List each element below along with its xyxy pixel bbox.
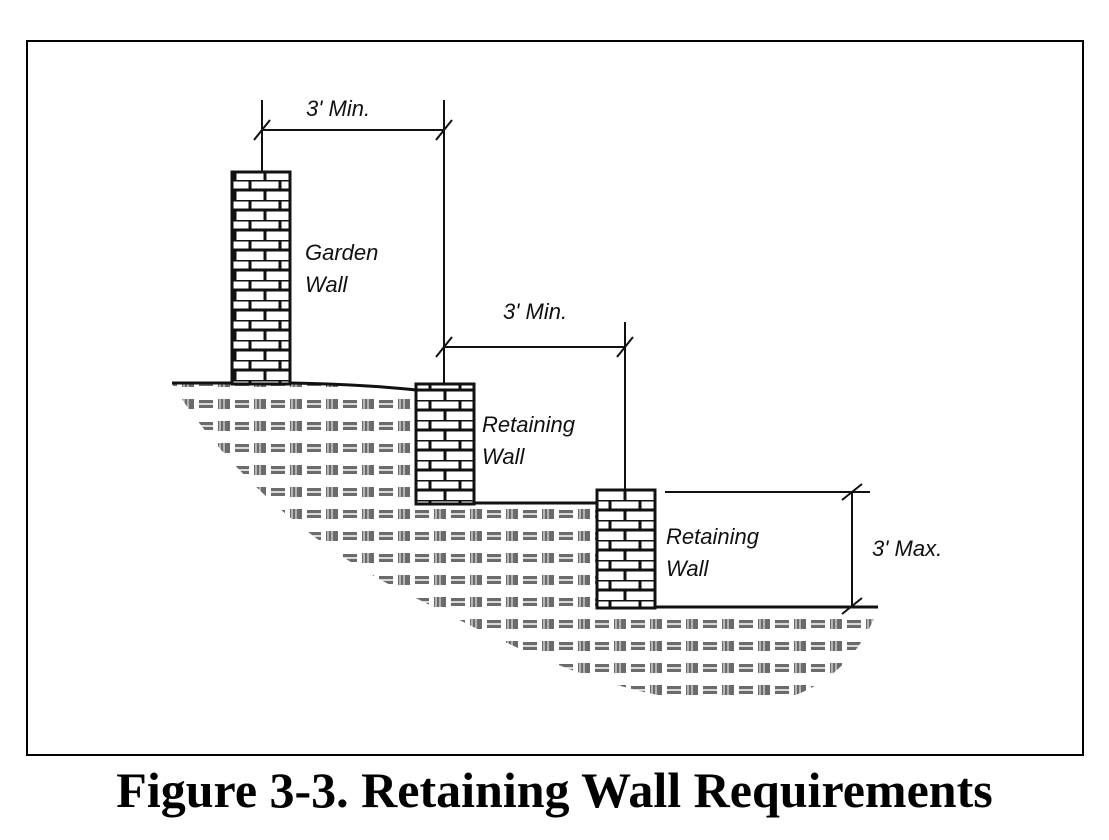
dimension-middle: [435, 322, 634, 490]
retaining-wall-diagram: 3' Min. 3' Min. 3' Max. Garden Wall Reta…: [172, 96, 942, 704]
dimension-top: [253, 100, 453, 384]
ground-lines: [172, 381, 878, 609]
mid-dimension-label: 3' Min.: [503, 299, 567, 324]
retaining-wall-lower-label-line2: Wall: [666, 556, 709, 581]
garden-wall: [230, 170, 292, 386]
height-dimension-label: 3' Max.: [872, 536, 942, 561]
figure-caption: Figure 3-3. Retaining Wall Requirements: [116, 762, 993, 818]
retaining-wall-lower: [595, 488, 657, 610]
dimension-height: [665, 483, 870, 615]
retaining-wall-upper-label-line1: Retaining: [482, 412, 576, 437]
garden-wall-label-line2: Wall: [305, 272, 348, 297]
retaining-wall-lower-label-line1: Retaining: [666, 524, 760, 549]
top-dimension-label: 3' Min.: [306, 96, 370, 121]
retaining-wall-upper-label-line2: Wall: [482, 444, 525, 469]
retaining-wall-upper: [414, 382, 476, 506]
garden-wall-label-line1: Garden: [305, 240, 378, 265]
